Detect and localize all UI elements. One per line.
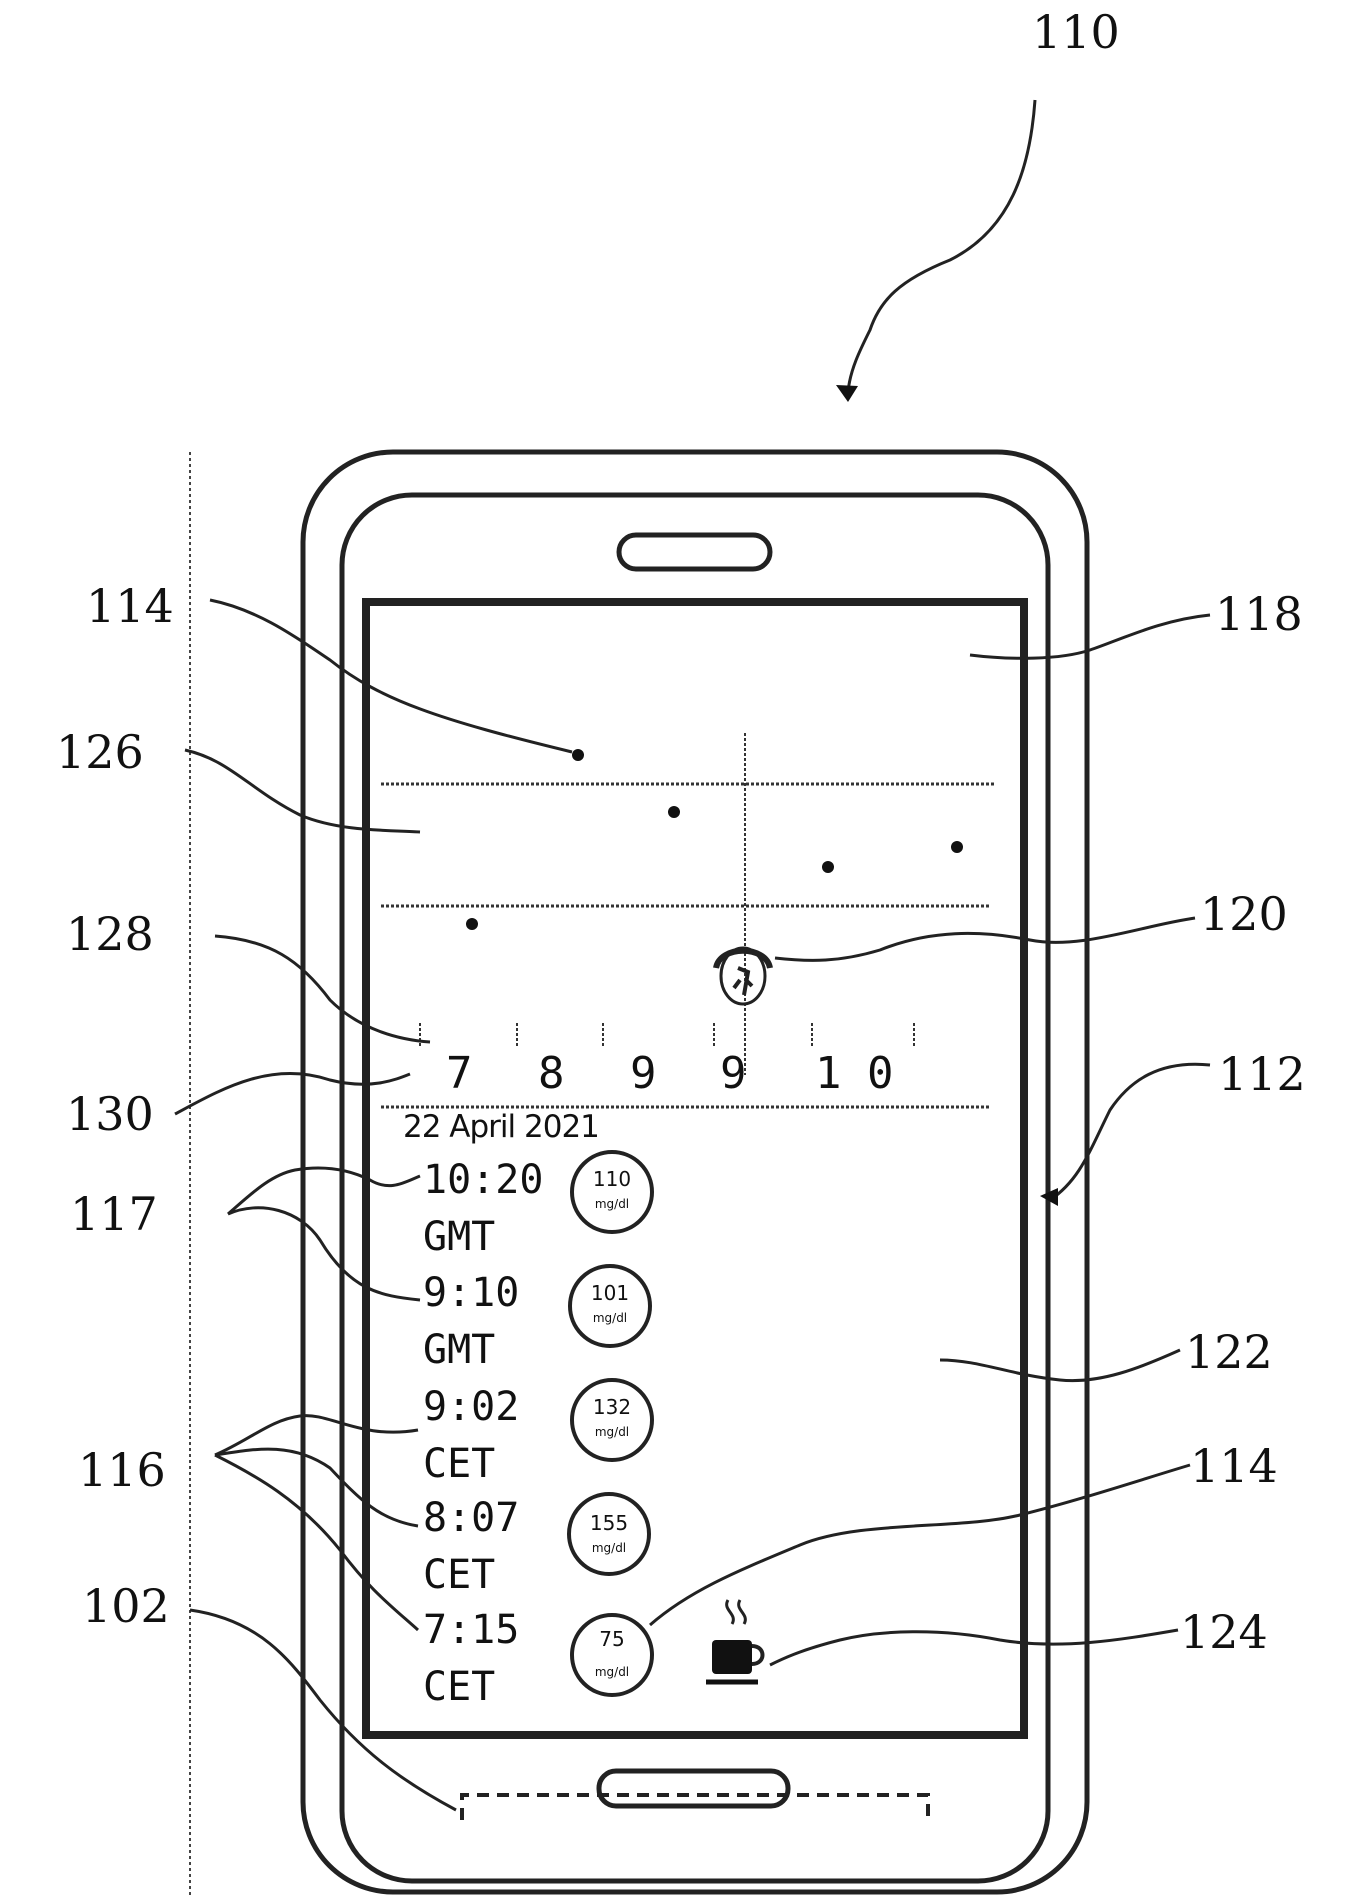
reading-zone: GMT <box>423 1214 495 1260</box>
data-point[interactable] <box>951 841 963 853</box>
leader-lines <box>174 598 1211 1812</box>
reading-badge <box>570 1378 654 1462</box>
reading-value: 75 <box>599 1627 624 1651</box>
hour-label: 9 <box>720 1048 747 1099</box>
list-item[interactable]: 7:15 CET 75 mg/dl <box>423 1599 765 1710</box>
ref-120-label: 120 <box>1200 887 1288 941</box>
reading-unit: mg/dl <box>595 1197 629 1211</box>
reading-time: 8:07 <box>423 1495 519 1541</box>
coffee-cup-icon[interactable] <box>706 1599 765 1685</box>
sensor-slot-dashed <box>460 1793 930 1820</box>
reading-unit: mg/dl <box>592 1541 626 1555</box>
reading-unit: mg/dl <box>595 1665 629 1679</box>
date-label: 22 April 2021 <box>403 1109 599 1145</box>
speaker-slot <box>616 532 773 572</box>
reading-time: 9:02 <box>423 1384 519 1430</box>
ref-118-label: 118 <box>1215 587 1303 641</box>
reading-value: 110 <box>593 1167 631 1191</box>
list-item[interactable]: 9:10 GMT 101 mg/dl <box>423 1264 652 1373</box>
phone-inner-outline <box>339 492 1051 1884</box>
reading-badge <box>568 1264 652 1348</box>
reading-badge <box>567 1492 651 1576</box>
person-walking-icon <box>732 966 754 996</box>
list-item[interactable]: 8:07 CET 155 mg/dl <box>423 1492 651 1598</box>
list-item[interactable]: 9:02 CET 132 mg/dl <box>423 1378 654 1487</box>
reading-zone: GMT <box>423 1327 495 1373</box>
screen <box>374 610 1016 1727</box>
ref-112-label: 112 <box>1218 1047 1306 1101</box>
ref-110-leader <box>846 99 1037 393</box>
reading-zone: CET <box>423 1552 495 1598</box>
data-point[interactable] <box>822 861 834 873</box>
ref-102-label: 102 <box>82 1579 170 1633</box>
reading-list: 10:20 GMT 110 mg/dl 9:10 GMT 101 mg/dl 9… <box>423 1150 765 1710</box>
ref-122-label: 122 <box>1185 1325 1273 1379</box>
data-point[interactable] <box>668 806 680 818</box>
hour-label: 0 <box>867 1048 894 1099</box>
reading-unit: mg/dl <box>593 1311 627 1325</box>
list-item[interactable]: 10:20 GMT 110 mg/dl <box>423 1150 654 1260</box>
ref-110-label: 110 <box>1032 5 1120 59</box>
hour-label: 8 <box>538 1048 565 1099</box>
tick-marks <box>419 1023 915 1048</box>
data-point[interactable] <box>572 749 584 761</box>
ref-114b-label: 114 <box>1190 1439 1278 1493</box>
reading-time: 10:20 <box>423 1157 543 1203</box>
reading-badge <box>570 1150 654 1234</box>
reading-time: 7:15 <box>423 1607 519 1653</box>
reading-badge <box>570 1613 654 1697</box>
screen-bezel <box>362 598 1028 1739</box>
arrowhead-icon <box>836 385 858 402</box>
reading-value: 132 <box>593 1395 631 1419</box>
ref-116-label: 116 <box>78 1443 166 1497</box>
cursor-handle[interactable] <box>713 946 773 1006</box>
ref-124-label: 124 <box>1180 1605 1268 1659</box>
ref-130-label: 130 <box>66 1087 154 1141</box>
reading-zone: CET <box>423 1441 495 1487</box>
ref-128-label: 128 <box>66 907 154 961</box>
home-button[interactable] <box>596 1768 791 1809</box>
reading-time: 9:10 <box>423 1270 519 1316</box>
data-point[interactable] <box>466 918 478 930</box>
reading-unit: mg/dl <box>595 1425 629 1439</box>
hour-label: 9 <box>630 1048 657 1099</box>
ref-117-label: 117 <box>70 1187 158 1241</box>
hour-label: 1 <box>815 1048 842 1099</box>
reading-zone: CET <box>423 1664 495 1710</box>
reading-value: 101 <box>591 1281 629 1305</box>
phone-outer-body <box>300 449 1090 1895</box>
arrowhead-icon <box>1040 1188 1058 1206</box>
ref-114-label: 114 <box>86 579 174 633</box>
reading-value: 155 <box>590 1511 628 1535</box>
ref-126-label: 126 <box>56 725 144 779</box>
hour-label: 7 <box>446 1048 473 1099</box>
